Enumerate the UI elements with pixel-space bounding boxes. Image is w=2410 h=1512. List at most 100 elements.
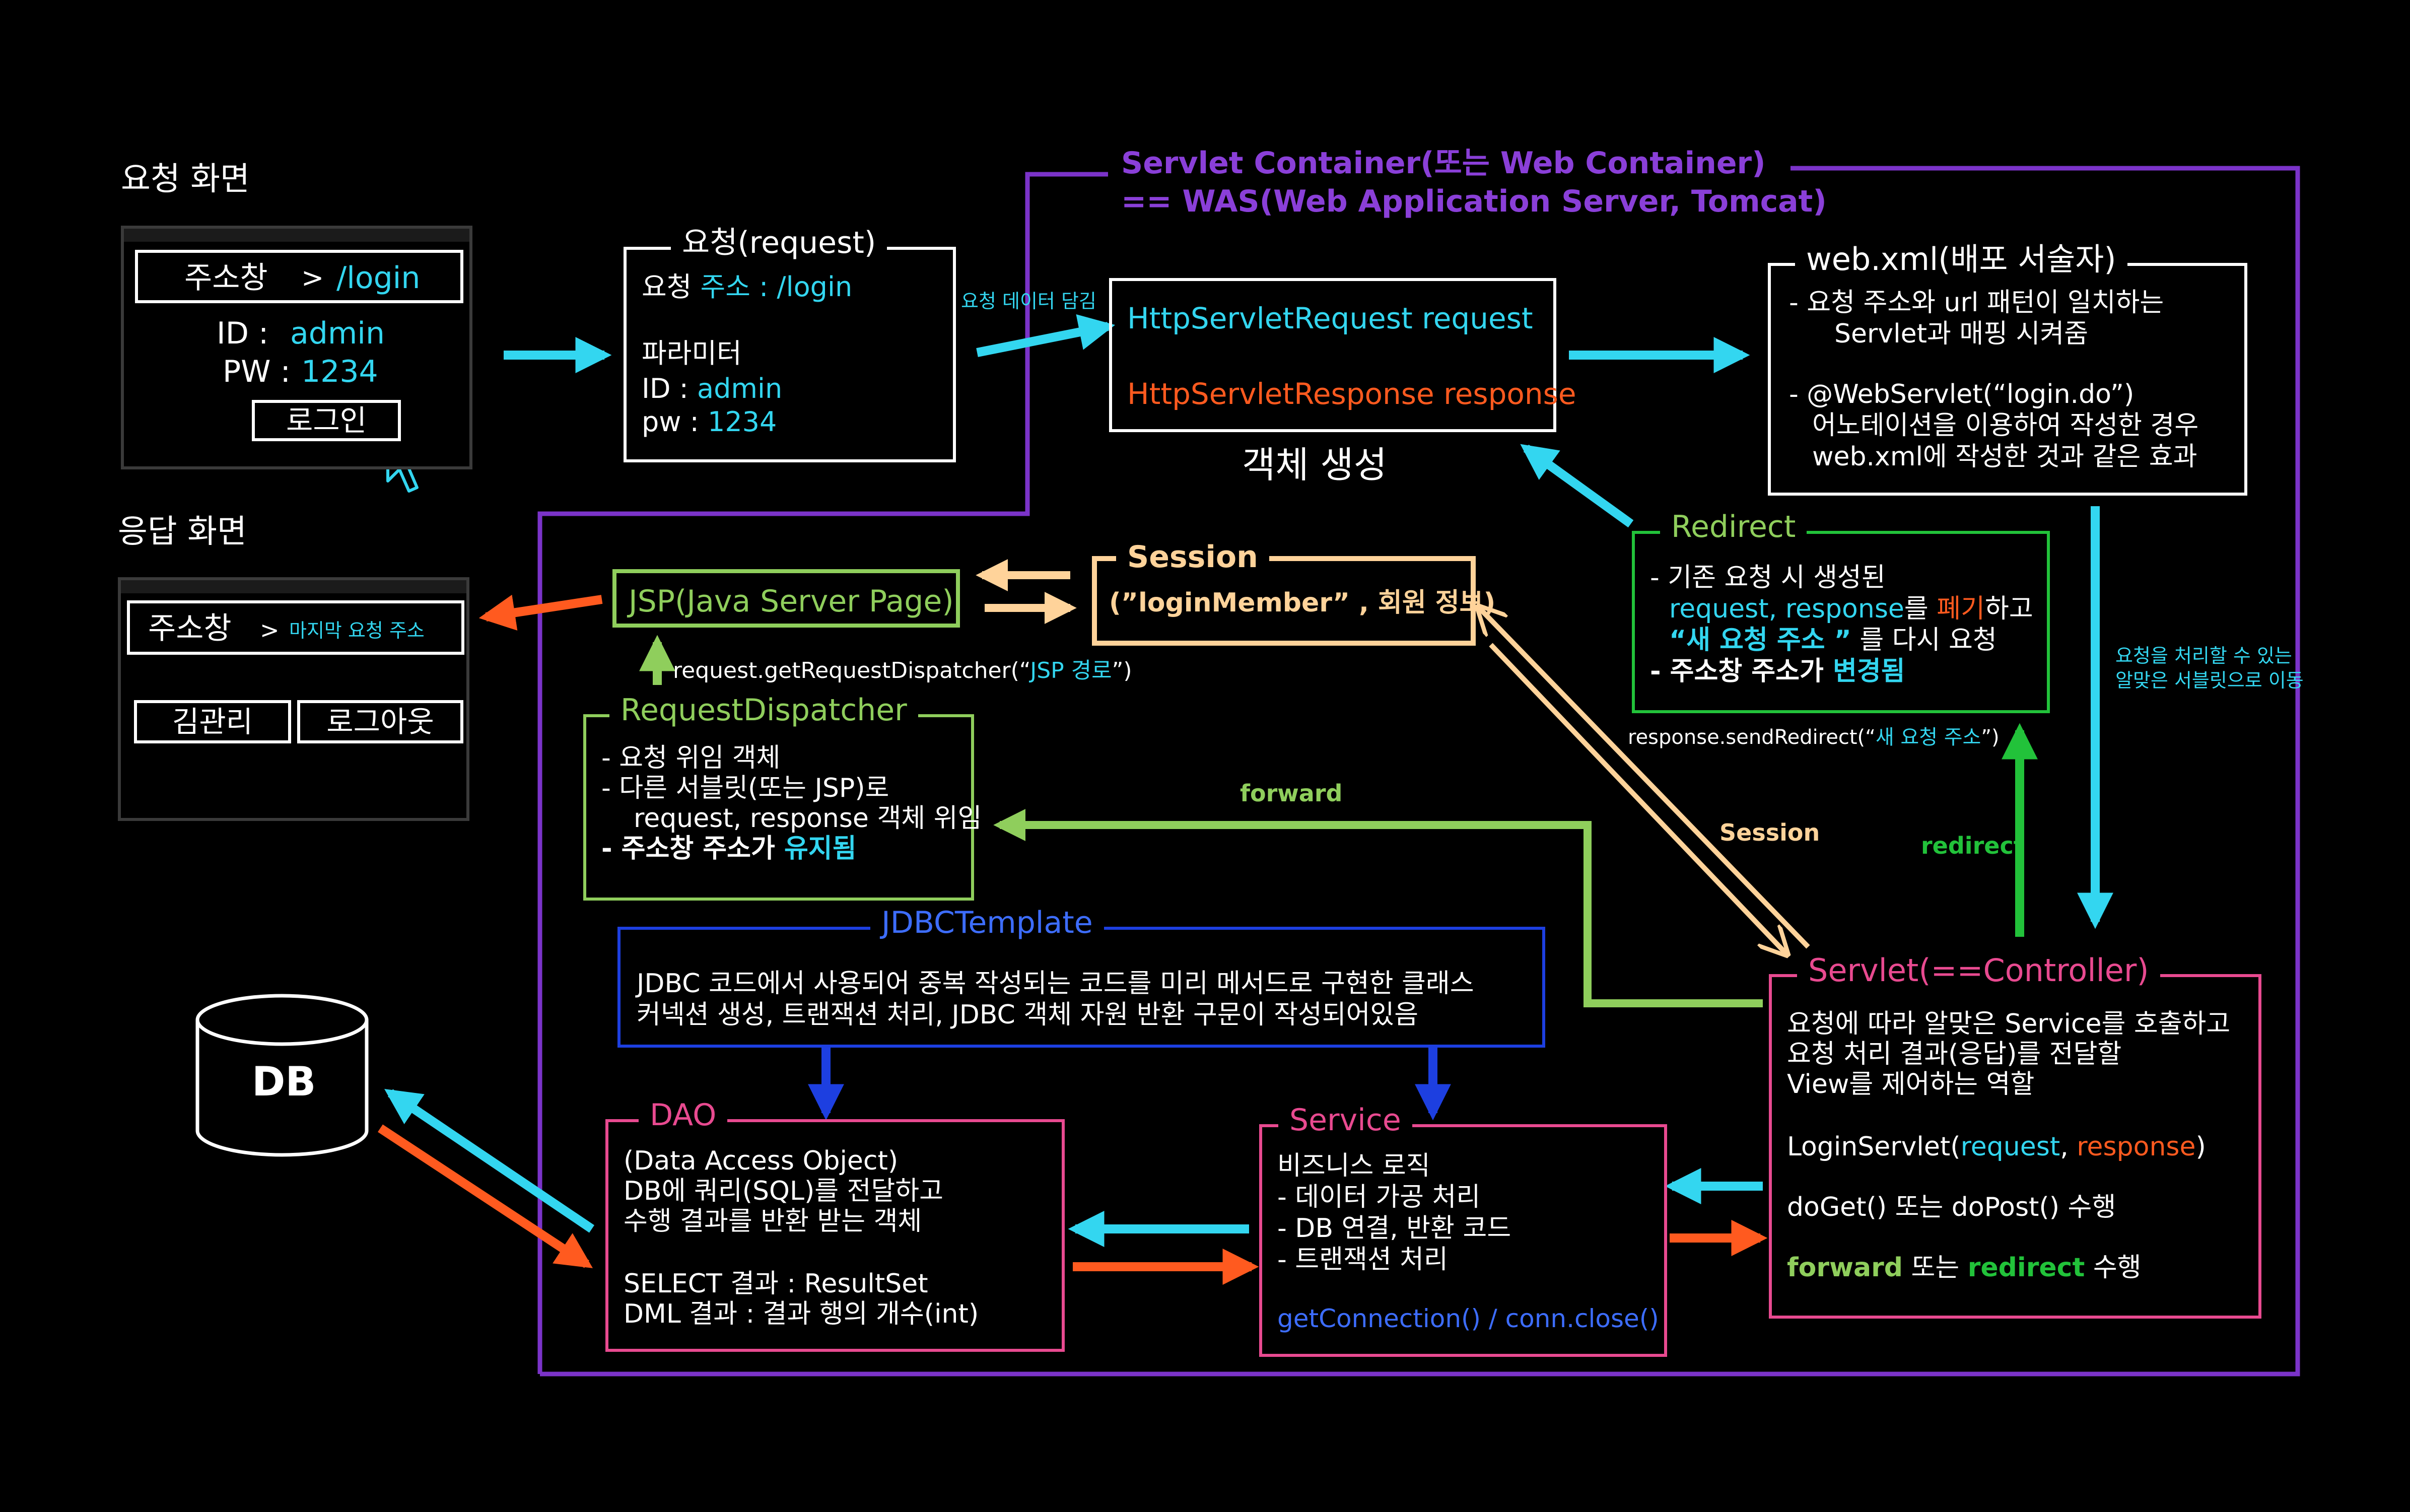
dispatch-call: request.getRequestDispatcher(“JSP 경로”) — [673, 658, 1132, 683]
webxml-line: - 요청 주소와 url 패턴이 일치하는 — [1789, 288, 2164, 318]
jdbc-line: JDBC 코드에서 사용되어 중복 작성되는 코드를 미리 메서드로 구현한 클… — [637, 969, 1474, 999]
redirect-title: Redirect — [1660, 509, 1807, 545]
servlet-line: 요청 처리 결과(응답)를 전달할 — [1787, 1039, 2122, 1069]
servlet-routing-label: 요청을 처리할 수 있는 알맞은 서블릿으로 이동 — [2115, 645, 2304, 692]
redirect-line: - 기존 요청 시 생성된 — [1650, 563, 1886, 593]
dao-line: 수행 결과를 반환 받는 객체 — [624, 1206, 922, 1236]
service-line: - 데이터 가공 처리 — [1277, 1182, 1481, 1212]
id-value[interactable]: admin — [290, 316, 385, 351]
dispatcher-box: RequestDispatcher - 요청 위임 객체 - 다른 서블릿(또는… — [583, 692, 982, 901]
dao-box: DAO (Data Access Object) DB에 쿼리(SQL)를 전달… — [605, 1097, 1065, 1352]
session-content: (”loginMember” , 회원 정보) — [1109, 588, 1496, 618]
param-id: ID : admin — [642, 373, 783, 404]
database-icon — [195, 994, 369, 1157]
service-title: Service — [1278, 1102, 1412, 1138]
send-redirect-call: response.sendRedirect(“새 요청 주소”) — [1628, 726, 2000, 749]
response-object-line: HttpServletResponse response — [1127, 377, 1576, 411]
response-screen-title: 응답 화면 — [118, 513, 247, 551]
request-address-line: 요청 주소 : /login — [642, 271, 853, 303]
session-box: Session (”loginMember” , 회원 정보) — [1092, 539, 1495, 646]
pw-label: PW : — [223, 354, 291, 389]
service-line: - DB 연결, 반환 코드 — [1277, 1213, 1511, 1244]
address-path: 마지막 요청 주소 — [289, 620, 425, 642]
servlet-line: forward 또는 redirect 수행 — [1787, 1253, 2142, 1283]
service-line: 비즈니스 로직 — [1277, 1151, 1430, 1181]
request-screen-title: 요청 화면 — [121, 161, 250, 198]
servlet-line: LoginServlet(request, response) — [1787, 1132, 2206, 1162]
webxml-line: Servlet과 매핑 시켜줌 — [1834, 319, 2089, 349]
address-separator: > — [301, 262, 324, 294]
forward-arrow-label: forward — [1240, 780, 1343, 807]
dao-line: (Data Access Object) — [624, 1146, 899, 1176]
arrow-session-to-servlet — [1489, 643, 1787, 954]
response-screen-window: 주소창 > 마지막 요청 주소 김관리 로그아웃 — [118, 577, 469, 821]
webxml-line: - @WebServlet(“login.do”) — [1789, 379, 2134, 409]
arrow-forward — [993, 809, 1763, 1007]
dispatcher-title: RequestDispatcher — [609, 692, 918, 728]
address-label: 주소창 — [148, 611, 232, 646]
dao-title: DAO — [639, 1097, 728, 1133]
db-label: DB — [252, 1058, 316, 1105]
login-button[interactable]: 로그인 — [252, 400, 401, 441]
service-line: - 트랜잭션 처리 — [1277, 1245, 1448, 1275]
container-title-line1: Servlet Container(또는 Web Container) — [1121, 146, 1766, 181]
arrow-redirect-to-objects — [1520, 444, 1634, 528]
servlet-title: Servlet(==Controller) — [1797, 952, 2160, 990]
request-box-title: 요청(request) — [671, 225, 887, 261]
jsp-title: JSP(Java Server Page) — [629, 584, 954, 619]
webxml-title: web.xml(배포 서술자) — [1795, 241, 2127, 279]
object-creation-caption: 객체 생성 — [1242, 444, 1387, 486]
session-arrow-label: Session — [1719, 819, 1820, 846]
redirect-line: - 주소창 주소가 변경됨 — [1650, 656, 1905, 686]
address-path: /login — [336, 260, 421, 296]
request-data-label: 요청 데이터 담김 — [961, 290, 1096, 312]
servlet-line: doGet() 또는 doPost() 수행 — [1787, 1192, 2116, 1222]
logout-button[interactable]: 로그아웃 — [297, 700, 463, 743]
params-label: 파라미터 — [642, 337, 742, 369]
webxml-line: web.xml에 작성한 것과 같은 효과 — [1812, 442, 2197, 472]
window-titlebar — [121, 580, 466, 593]
request-screen-window: 주소창 > /login ID : admin PW : 1234 로그인 — [121, 226, 472, 469]
pw-value[interactable]: 1234 — [301, 354, 378, 389]
address-bar[interactable]: 주소창 > /login — [135, 250, 463, 303]
arrow-jsp-to-response — [478, 594, 603, 631]
redirect-line: “새 요청 주소 ” 를 다시 요청 — [1669, 625, 1997, 655]
address-label: 주소창 — [184, 260, 268, 296]
dao-line: DML 결과 : 결과 행의 개수(int) — [624, 1299, 979, 1329]
dispatcher-line: - 다른 서블릿(또는 JSP)로 — [601, 773, 889, 803]
login-button-label: 로그인 — [286, 403, 367, 438]
request-object-line: HttpServletRequest request — [1127, 301, 1533, 335]
jdbc-line: 커넥션 생성, 트랜잭션 처리, JDBC 객체 자원 반환 구문이 작성되어있… — [637, 1000, 1419, 1030]
user-name-label: 김관리 — [172, 705, 253, 739]
redirect-arrow-label: redirect — [1921, 832, 2025, 859]
dispatcher-line: - 요청 위임 객체 — [601, 743, 781, 773]
redirect-line: request, response를 폐기하고 — [1669, 594, 2033, 624]
http-objects-box: HttpServletRequest request HttpServletRe… — [1109, 278, 1576, 432]
user-name-button[interactable]: 김관리 — [134, 700, 291, 743]
session-title: Session — [1116, 539, 1269, 575]
servlet-box: Servlet(==Controller) 요청에 따라 알맞은 Service… — [1769, 952, 2261, 1319]
servlet-line: 요청에 따라 알맞은 Service를 호출하고 — [1787, 1009, 2231, 1039]
redirect-box: Redirect - 기존 요청 시 생성된 request, response… — [1632, 509, 2050, 713]
arrow-servlet-to-session — [1478, 607, 1810, 949]
address-bar[interactable]: 주소창 > 마지막 요청 주소 — [127, 600, 464, 655]
service-line: getConnection() / conn.close() — [1277, 1304, 1659, 1333]
servlet-line: View를 제어하는 역할 — [1787, 1069, 2035, 1099]
webxml-box: web.xml(배포 서술자) - 요청 주소와 url 패턴이 일치하는 Se… — [1768, 241, 2247, 496]
service-box: Service 비즈니스 로직 - 데이터 가공 처리 - DB 연결, 반환 … — [1259, 1102, 1667, 1357]
dispatcher-line: request, response 객체 위임 — [634, 803, 982, 834]
arrow-db-to-dao — [378, 1124, 593, 1268]
container-border — [537, 166, 2300, 1377]
arrow-dao-to-db — [384, 1088, 595, 1233]
address-separator: > — [260, 616, 280, 644]
request-box: 요청(request) 요청 주소 : /login 파라미터 ID : adm… — [624, 225, 956, 462]
jdbc-template-box: JDBCTemplate JDBC 코드에서 사용되어 중복 작성되는 코드를 … — [617, 905, 1545, 1048]
jdbc-template-title: JDBCTemplate — [870, 905, 1104, 941]
dao-line: SELECT 결과 : ResultSet — [624, 1269, 928, 1299]
param-pw: pw : 1234 — [642, 406, 777, 438]
logout-button-label: 로그아웃 — [326, 705, 434, 739]
window-titlebar — [124, 229, 469, 242]
container-title-line2: == WAS(Web Application Server, Tomcat) — [1121, 184, 1827, 219]
